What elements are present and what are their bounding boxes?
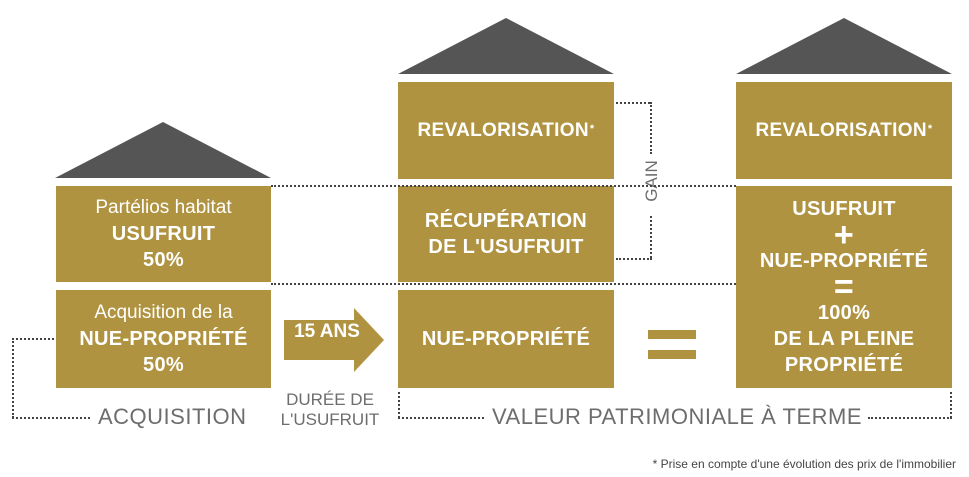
middle-recuperation-box: RÉCUPÉRATION DE L'USUFRUIT (398, 186, 614, 282)
valeur-caption: VALEUR PATRIMONIALE À TERME (492, 404, 863, 429)
gain-bracket-lower (650, 216, 652, 258)
middle-nue-propriete-label: NUE-PROPRIÉTÉ (421, 328, 591, 350)
acquisition-caption: ACQUISITION (98, 404, 247, 429)
right-revalorisation-label: REVALORISATION* (756, 118, 933, 144)
middle-nue-propriete-box: NUE-PROPRIÉTÉ (398, 290, 614, 388)
footnote: * Prise en compte d'une évolution des pr… (652, 457, 956, 471)
duration-caption-line2: L'USUFRUIT (280, 410, 380, 429)
valeur-bracket-bottom-right (868, 417, 952, 419)
right-total-line3: 100% (817, 302, 871, 324)
valeur-bracket-left (398, 392, 400, 418)
equals-bar-bottom (648, 350, 696, 359)
left-nue-line2: NUE-PROPRIÉTÉ (79, 328, 248, 350)
gain-bracket-upper (650, 102, 652, 154)
valeur-bracket-bottom-left (398, 417, 484, 419)
duration-arrow-label: 15 ANS (294, 321, 360, 342)
duration-caption: DURÉE DE L'USUFRUIT (268, 390, 392, 430)
left-usufruit-box: Partélios habitat USUFRUIT 50% (56, 186, 271, 282)
right-revalorisation-text: REVALORISATION (755, 119, 927, 141)
gain-bracket-bottom (616, 258, 652, 260)
right-revalorisation-box: REVALORISATION* (736, 82, 952, 179)
right-total-line1: USUFRUIT (792, 198, 896, 220)
middle-revalorisation-mark: * (589, 122, 595, 135)
equals-bar-top (648, 330, 696, 339)
right-total-equals: = (833, 268, 855, 306)
acquisition-bracket-top (12, 338, 54, 340)
left-usufruit-line1: Partélios habitat (95, 197, 232, 218)
guide-upper (271, 185, 736, 187)
right-total-line5: PROPRIÉTÉ (784, 354, 904, 376)
acquisition-bracket-side (12, 338, 14, 418)
gain-bracket-top (616, 102, 650, 104)
middle-revalorisation-label: REVALORISATION* (418, 118, 595, 144)
valeur-bracket-right (950, 392, 952, 418)
right-house-roof (736, 18, 952, 74)
left-usufruit-line3: 50% (143, 249, 184, 271)
right-total-box: USUFRUIT + NUE-PROPRIÉTÉ = 100% DE LA PL… (736, 186, 952, 388)
middle-revalorisation-text: REVALORISATION (417, 119, 589, 141)
left-usufruit-line2: USUFRUIT (111, 223, 216, 245)
left-nue-propriete-box: Acquisition de la NUE-PROPRIÉTÉ 50% (56, 290, 271, 388)
guide-lower (271, 283, 736, 285)
middle-house-roof (398, 18, 614, 74)
right-total-line2: NUE-PROPRIÉTÉ (759, 250, 929, 272)
left-nue-line1: Acquisition de la (94, 302, 233, 323)
left-nue-line3: 50% (143, 354, 184, 376)
middle-recuperation-line1: RÉCUPÉRATION (424, 210, 588, 232)
gain-label: GAIN (642, 160, 661, 202)
left-house-roof (55, 122, 271, 178)
right-total-plus: + (833, 216, 855, 254)
acquisition-bracket-bottom-left (12, 417, 90, 419)
right-total-line4: DE LA PLEINE (773, 328, 915, 350)
duration-caption-line1: DURÉE DE (286, 390, 374, 409)
duration-arrow (284, 308, 384, 372)
middle-recuperation-line2: DE L'USUFRUIT (428, 236, 584, 258)
right-revalorisation-mark: * (927, 122, 933, 135)
middle-revalorisation-box: REVALORISATION* (398, 82, 614, 179)
